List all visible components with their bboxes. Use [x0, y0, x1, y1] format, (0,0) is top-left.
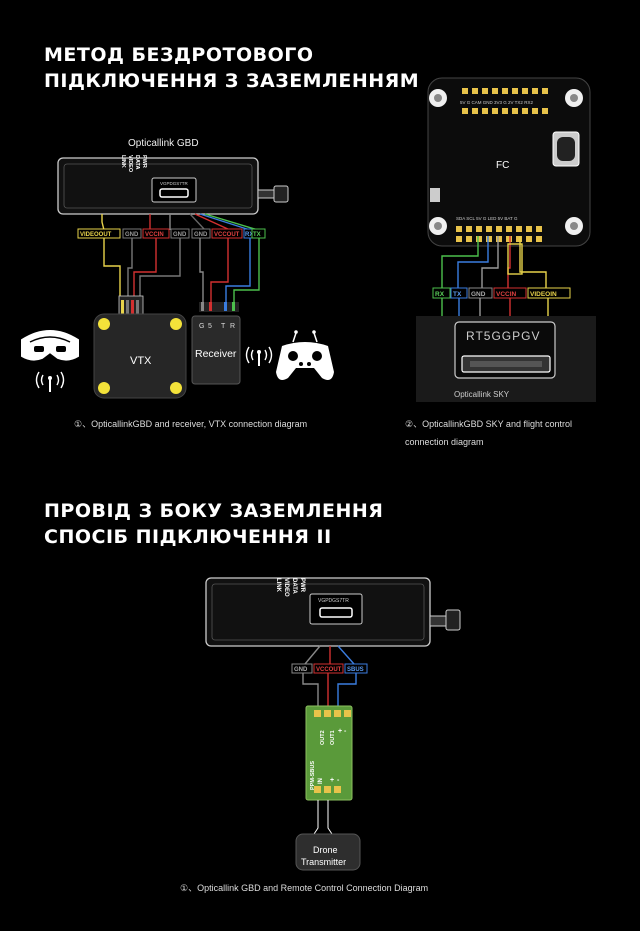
caption-diagram2: ②、OpticallinkGBD SKY and flight control … [405, 415, 572, 451]
led-label-data: DATA [134, 155, 140, 169]
receiver-pin-t: T [221, 323, 226, 330]
transmitter-line2: Transmitter [301, 857, 346, 867]
sky-pin-gnd: GND [471, 291, 486, 298]
pin-videoout: VIDEOOUT [80, 232, 112, 238]
optical-port [151, 177, 197, 203]
caption-diagram2-line2: connection diagram [405, 437, 484, 447]
bnc-connector-2 [445, 609, 461, 631]
board-label-in: IN [318, 778, 324, 784]
board-sign-plus-1: + [338, 728, 342, 735]
receiver-box [191, 315, 241, 385]
transmitter-line1: Drone [313, 845, 338, 855]
section1-title: МЕТОД БЕЗДРОТОВОГО ПІДКЛЮЧЕННЯ З ЗАЗЕМЛЕ… [44, 42, 419, 94]
pin-tx: TX [253, 232, 261, 238]
port-label: VGPDGS7TR [160, 181, 189, 186]
receiver-signal-icon [245, 346, 273, 366]
drone-transmitter-box [295, 833, 361, 871]
sky-pin-tx: TX [453, 291, 462, 298]
sky-pin-videoin: VIDEOIN [530, 291, 557, 298]
vtx-label: VTX [130, 355, 152, 367]
diagram-gbd-receiver-vtx: Opticallink GBD LINK VIDEO DATA PWR VGPD… [21, 138, 334, 399]
bnc-connector [273, 185, 289, 203]
gbd-label: Opticallink GBD [128, 138, 199, 149]
board-label-out2: OUT2 [320, 730, 326, 745]
ppm-sbus-converter [305, 705, 353, 801]
section3-title: ПРОВІД З БОКУ ЗАЗЕМЛЕННЯ СПОСІБ ПІДКЛЮЧЕ… [44, 498, 383, 550]
pin-sbus-tx: SBUS [347, 667, 364, 673]
wireless-signal-icon [35, 371, 65, 392]
pin-gnd-3: GND [194, 232, 208, 238]
sky-chip-label: RT5GGPGV [466, 329, 540, 343]
caption-diagram3: ①、Opticallink GBD and Remote Control Con… [180, 883, 429, 893]
pin-rx: RX [245, 232, 253, 238]
sky-label: Opticallink SKY [454, 390, 510, 399]
sky-pin-rx: RX [435, 291, 445, 298]
pin-gnd-2: GND [173, 232, 187, 238]
board-sign-plus-2: + [330, 777, 334, 784]
receiver-pin-g: G [199, 323, 204, 330]
section1-title-line2: ПІДКЛЮЧЕННЯ З ЗАЗЕМЛЕННЯМ [44, 70, 420, 92]
led-label-pwr-2: PWR [299, 578, 305, 593]
vtx-board [93, 313, 187, 399]
led-label-video-2: VIDEO [283, 578, 289, 597]
led-label-pwr: PWR [141, 155, 147, 168]
board-sign-minus-2: - [337, 777, 340, 784]
fc-top-pad-labels: 5V G CAM GND 3V3 G 2V TX2 RX2 [460, 100, 533, 105]
caption-diagram1: ①、OpticallinkGBD and receiver, VTX conne… [74, 419, 308, 429]
pin-vccout-tx: VCCOUT [316, 667, 342, 673]
pin-gnd-tx: GND [294, 667, 308, 673]
receiver-label: Receiver [195, 348, 237, 360]
port-label-2: VGPDGS7TR [318, 598, 349, 604]
pin-gnd-1: GND [125, 232, 139, 238]
caption-diagram2-line1: ②、OpticallinkGBD SKY and flight control [405, 419, 572, 429]
sky-pin-vccin: VCCIN [496, 291, 517, 298]
fc-label: FC [496, 160, 509, 171]
led-label-link-2: LINK [275, 578, 281, 593]
led-label-video: VIDEO [127, 155, 133, 173]
board-label-ppm-sbus: PPM-SBUS [310, 761, 316, 790]
section1-title-line1: МЕТОД БЕЗДРОТОВОГО [44, 44, 314, 66]
flight-controller-board [427, 77, 591, 247]
board-sign-minus-1: - [344, 728, 347, 735]
fpv-goggles-icon [21, 330, 79, 361]
led-label-data-2: DATA [291, 578, 297, 594]
section3-title-line2: СПОСІБ ПІДКЛЮЧЕННЯ II [44, 526, 332, 548]
fc-bottom-pad-labels: SDA SCL 5V G LED 5V BAT G [456, 216, 518, 221]
board-label-out1: OUT1 [330, 730, 336, 745]
pin-vccin: VCCIN [145, 232, 164, 238]
gamepad-controller-icon [276, 330, 334, 380]
diagram-gbd-transmitter: LINK VIDEO DATA PWR VGPDGS7TR GND VCCOUT… [205, 577, 461, 871]
pin-vccout: VCCOUT [214, 232, 240, 238]
led-label-link: LINK [120, 155, 126, 168]
receiver-pin-r: R [230, 323, 235, 330]
diagram-fc-sky: 5V G CAM GND 3V3 G 2V TX2 RX2 FC SDA SCL… [416, 77, 596, 402]
section3-title-line1: ПРОВІД З БОКУ ЗАЗЕМЛЕННЯ [44, 500, 384, 522]
receiver-pin-5: 5 [208, 323, 212, 330]
